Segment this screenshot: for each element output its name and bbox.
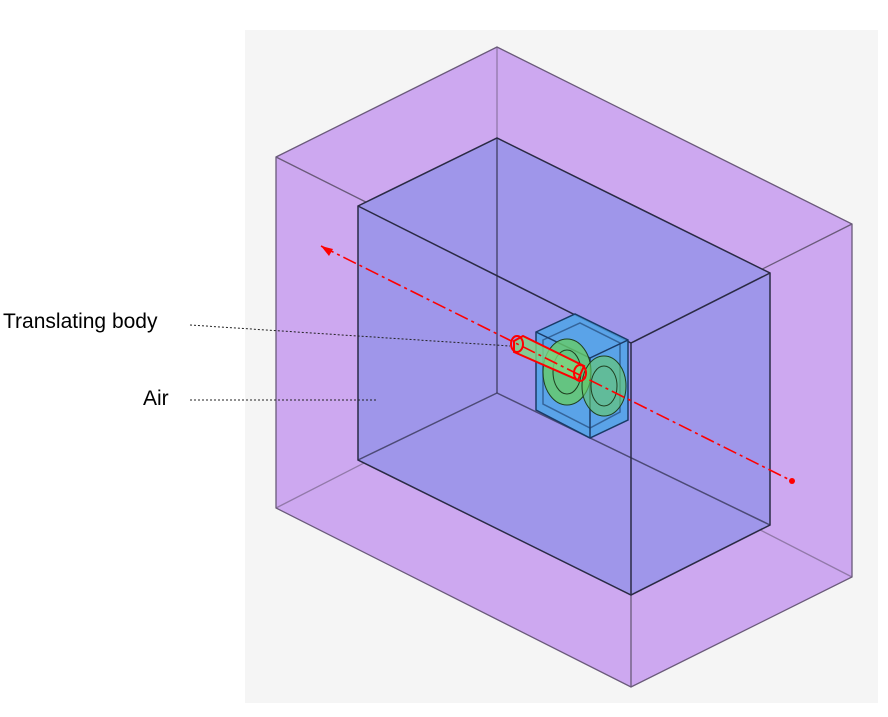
motion-axis: [320, 245, 795, 484]
translating-body-label: Translating body: [3, 310, 158, 333]
axis-end-dot: [789, 478, 795, 484]
air-label: Air: [143, 387, 169, 410]
axis-arrow-icon: [321, 246, 333, 256]
translating-body-leader: [189, 324, 511, 347]
